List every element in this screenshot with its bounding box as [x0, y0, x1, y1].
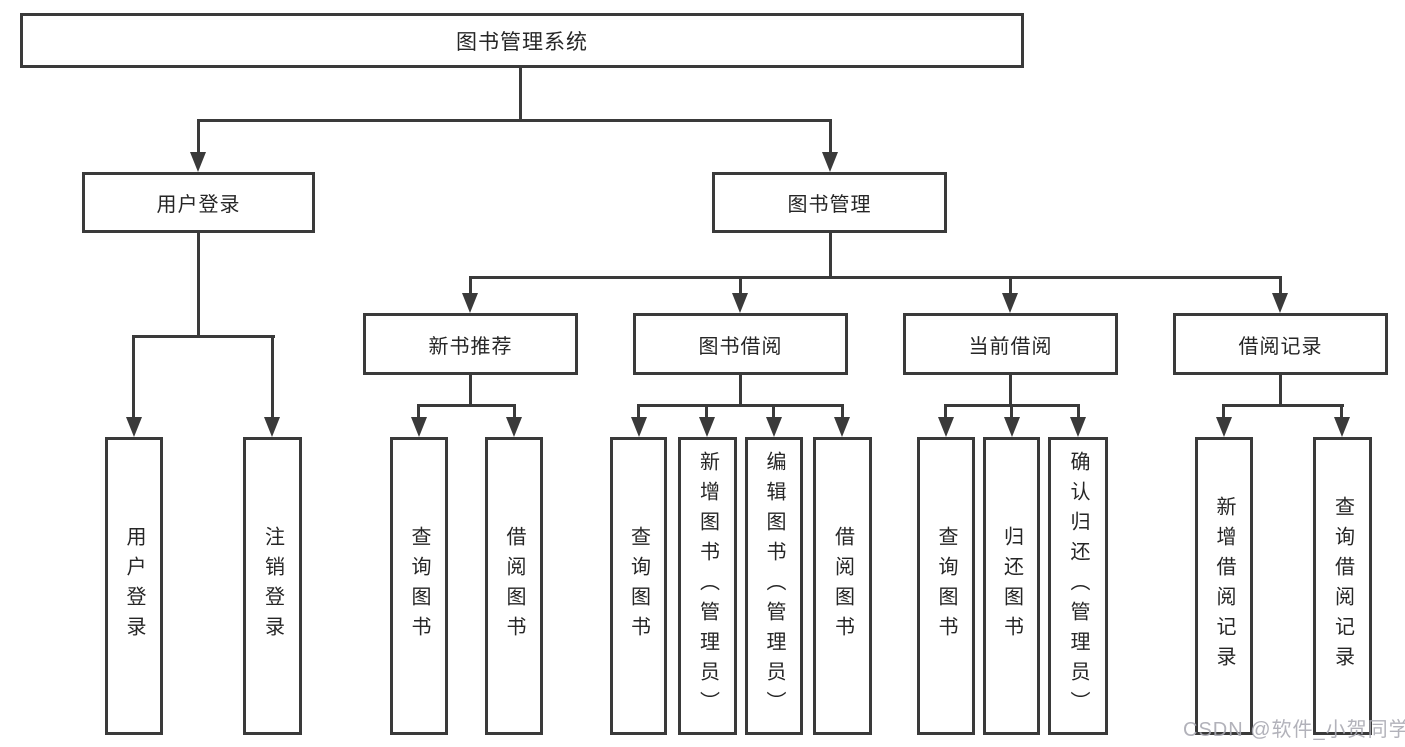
node-label: 新书推荐 [428, 335, 513, 358]
connector-line [1279, 375, 1282, 407]
leaf-add-borrow-record: 新增借阅记录 [1195, 437, 1253, 735]
connector-line [637, 404, 640, 420]
arrow-down-icon [834, 417, 850, 437]
connector-line [1279, 276, 1282, 296]
leaf-recommend-borrow-book: 借阅图书 [485, 437, 543, 735]
arrow-down-icon [1272, 293, 1288, 313]
connector-line [519, 68, 522, 122]
leaf-borrow-query-book: 查询图书 [610, 437, 667, 735]
connector-line [1222, 404, 1225, 420]
connector-line [705, 404, 708, 420]
connector-line [469, 276, 1282, 279]
connector-line [829, 119, 832, 155]
leaf-query-borrow-record: 查询借阅记录 [1313, 437, 1372, 735]
arrow-down-icon [699, 417, 715, 437]
leaf-return-book: 归还图书 [983, 437, 1040, 735]
node-label: 用户登录 [156, 194, 241, 216]
connector-line [739, 375, 742, 407]
node-label: 图书管理系统 [456, 30, 588, 54]
connector-line [132, 335, 275, 338]
arrow-down-icon [506, 417, 522, 437]
arrow-down-icon [190, 152, 206, 172]
node-label: 借阅记录 [1238, 335, 1323, 358]
node-user-login: 用户登录 [82, 172, 315, 233]
arrow-down-icon [822, 152, 838, 172]
arrow-down-icon [1070, 417, 1086, 437]
connector-line [637, 404, 844, 407]
leaf-label: 查询图书 [627, 526, 650, 646]
connector-line [469, 276, 472, 296]
arrow-down-icon [411, 417, 427, 437]
node-current-borrow: 当前借阅 [903, 313, 1118, 375]
arrow-down-icon [126, 417, 142, 437]
arrow-down-icon [1334, 417, 1350, 437]
connector-line [1010, 404, 1013, 420]
connector-line [271, 335, 274, 420]
node-library-system: 图书管理系统 [20, 13, 1024, 68]
leaf-label: 确认归还（管理员） [1067, 451, 1089, 721]
connector-line [469, 375, 472, 407]
leaf-label: 查询借阅记录 [1331, 496, 1354, 676]
connector-line [944, 404, 947, 420]
arrow-down-icon [766, 417, 782, 437]
leaf-add-book-admin: 新增图书（管理员） [678, 437, 737, 735]
connector-line [739, 276, 742, 296]
connector-line [197, 119, 200, 155]
leaf-label: 新增借阅记录 [1213, 496, 1235, 676]
arrow-down-icon [264, 417, 280, 437]
leaf-label: 用户登录 [123, 526, 145, 646]
node-borrow-record: 借阅记录 [1173, 313, 1388, 375]
leaf-logout: 注销登录 [243, 437, 302, 735]
node-label: 当前借阅 [968, 335, 1053, 358]
connector-line [1340, 404, 1343, 420]
arrow-down-icon [462, 293, 478, 313]
csdn-watermark: CSDN @软件_小贺同学 [1183, 719, 1405, 741]
connector-line [772, 404, 775, 420]
leaf-recommend-query-book: 查询图书 [390, 437, 448, 735]
connector-line [829, 233, 832, 279]
arrow-down-icon [1216, 417, 1232, 437]
connector-line [1009, 375, 1012, 407]
leaf-label: 借阅图书 [503, 526, 525, 646]
node-book-borrow: 图书借阅 [633, 313, 848, 375]
leaf-user-login: 用户登录 [105, 437, 163, 735]
arrow-down-icon [1004, 417, 1020, 437]
arrow-down-icon [732, 293, 748, 313]
arrow-down-icon [938, 417, 954, 437]
connector-line [197, 233, 200, 338]
connector-line [841, 404, 844, 420]
leaf-label: 查询图书 [935, 526, 957, 646]
leaf-label: 查询图书 [408, 526, 430, 646]
leaf-confirm-return-admin: 确认归还（管理员） [1048, 437, 1108, 735]
leaf-label: 借阅图书 [831, 526, 854, 646]
leaf-current-query-book: 查询图书 [917, 437, 975, 735]
node-new-book-recommend: 新书推荐 [363, 313, 578, 375]
connector-line [1009, 276, 1012, 296]
connector-line [132, 335, 135, 420]
connector-line [513, 404, 516, 420]
node-label: 图书借阅 [698, 335, 783, 358]
node-label: 图书管理 [787, 194, 872, 216]
connector-line [1222, 404, 1344, 407]
leaf-label: 新增图书（管理员） [696, 451, 719, 721]
connector-line [417, 404, 516, 407]
connector-line [197, 119, 832, 122]
node-book-management: 图书管理 [712, 172, 947, 233]
leaf-label: 注销登录 [261, 526, 284, 646]
arrow-down-icon [1002, 293, 1018, 313]
leaf-label: 编辑图书（管理员） [763, 451, 785, 721]
leaf-label: 归还图书 [1000, 526, 1023, 646]
connector-line [1077, 404, 1080, 420]
leaf-borrow-book: 借阅图书 [813, 437, 872, 735]
connector-line [417, 404, 420, 420]
leaf-edit-book-admin: 编辑图书（管理员） [745, 437, 803, 735]
arrow-down-icon [631, 417, 647, 437]
